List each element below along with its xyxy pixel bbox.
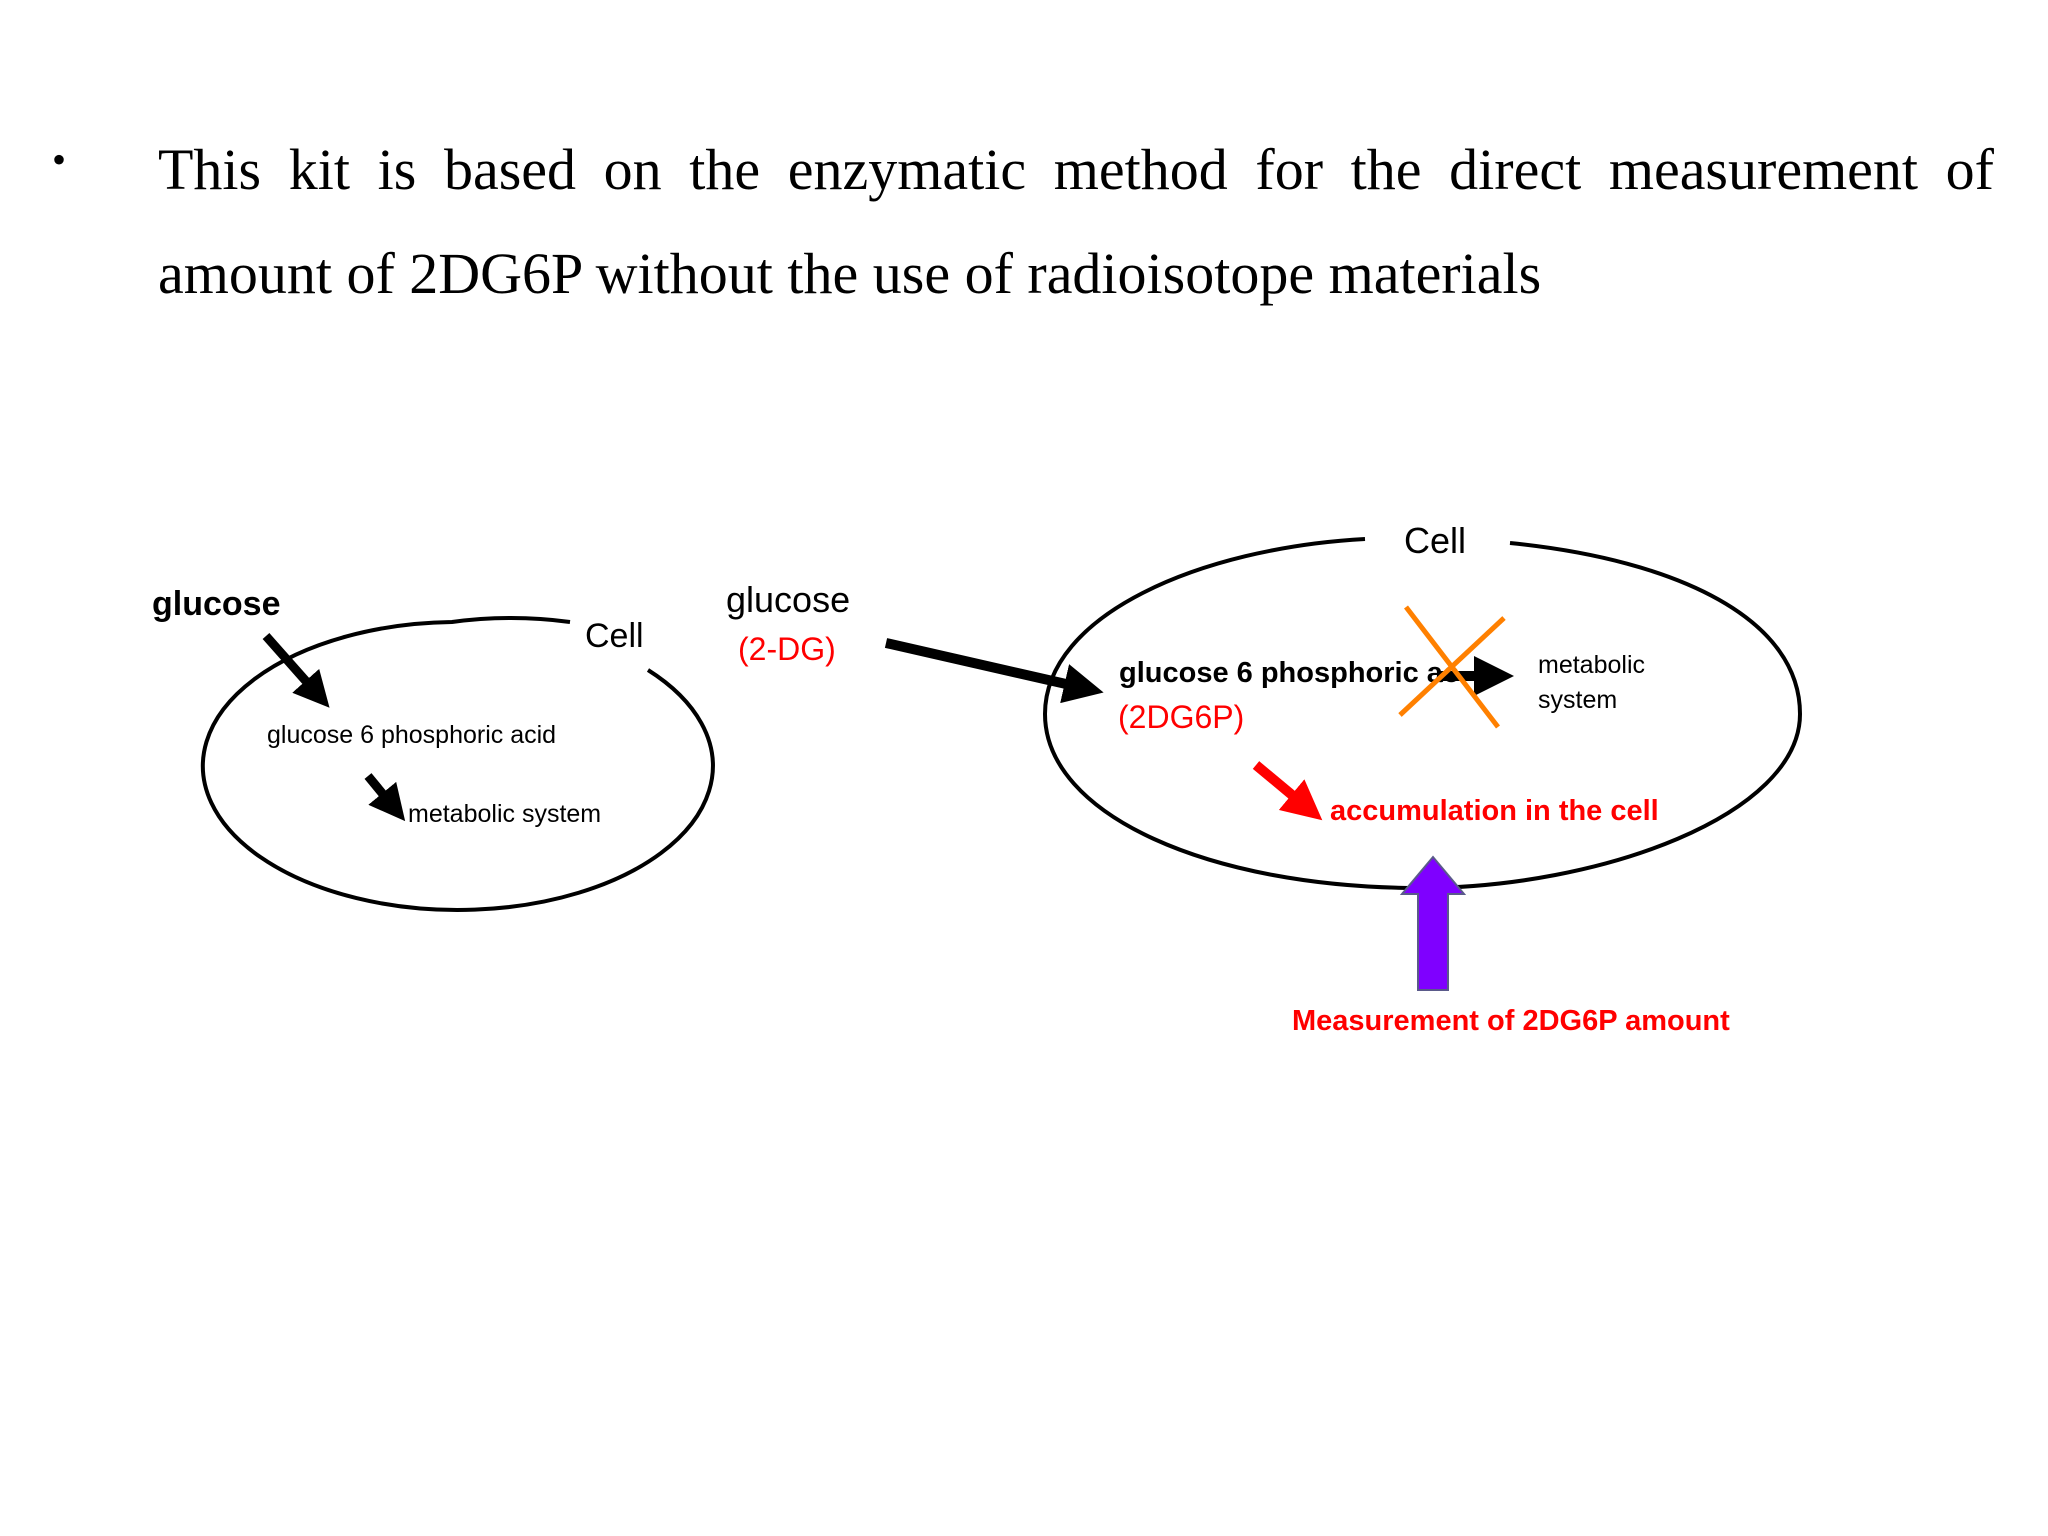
left-metabolic-label: metabolic system [408,800,601,828]
left-g6p-label: glucose 6 phosphoric acid [267,721,556,749]
right-2dg-label: (2-DG) [738,631,836,667]
right-cell-group: Cell glucose (2-DG) glucose 6 phosphoric… [726,520,1803,1037]
left-cell-group: Cell glucose glucose 6 phosphoric acid m… [152,585,715,912]
bullet-text: This kit is based on the enzymatic metho… [158,137,1994,306]
measurement-label: Measurement of 2DG6P amount [1292,1005,1730,1037]
left-glucose-label: glucose [152,585,280,623]
right-glucose-label: glucose [726,579,850,620]
accumulation-arrow [1252,761,1323,821]
bullet-symbol: • [52,137,67,182]
left-metabolic-arrow [364,773,406,822]
right-glucose-arrow [884,638,1104,704]
measurement-arrow [1399,855,1467,991]
left-cell-label: Cell [585,617,644,655]
left-cell-membrane [200,616,715,912]
right-metabolic-label-line2: system [1538,686,1617,714]
right-metabolic-label-line1: metabolic [1538,651,1645,679]
blocked-cross-icon [1398,605,1506,729]
right-g6p-label: glucose 6 phosphoric ac [1119,657,1459,689]
left-glucose-arrow [262,633,330,708]
accumulation-label: accumulation in the cell [1330,795,1659,827]
right-cell-label: Cell [1404,520,1466,561]
right-2dg6p-label: (2DG6P) [1118,699,1244,735]
